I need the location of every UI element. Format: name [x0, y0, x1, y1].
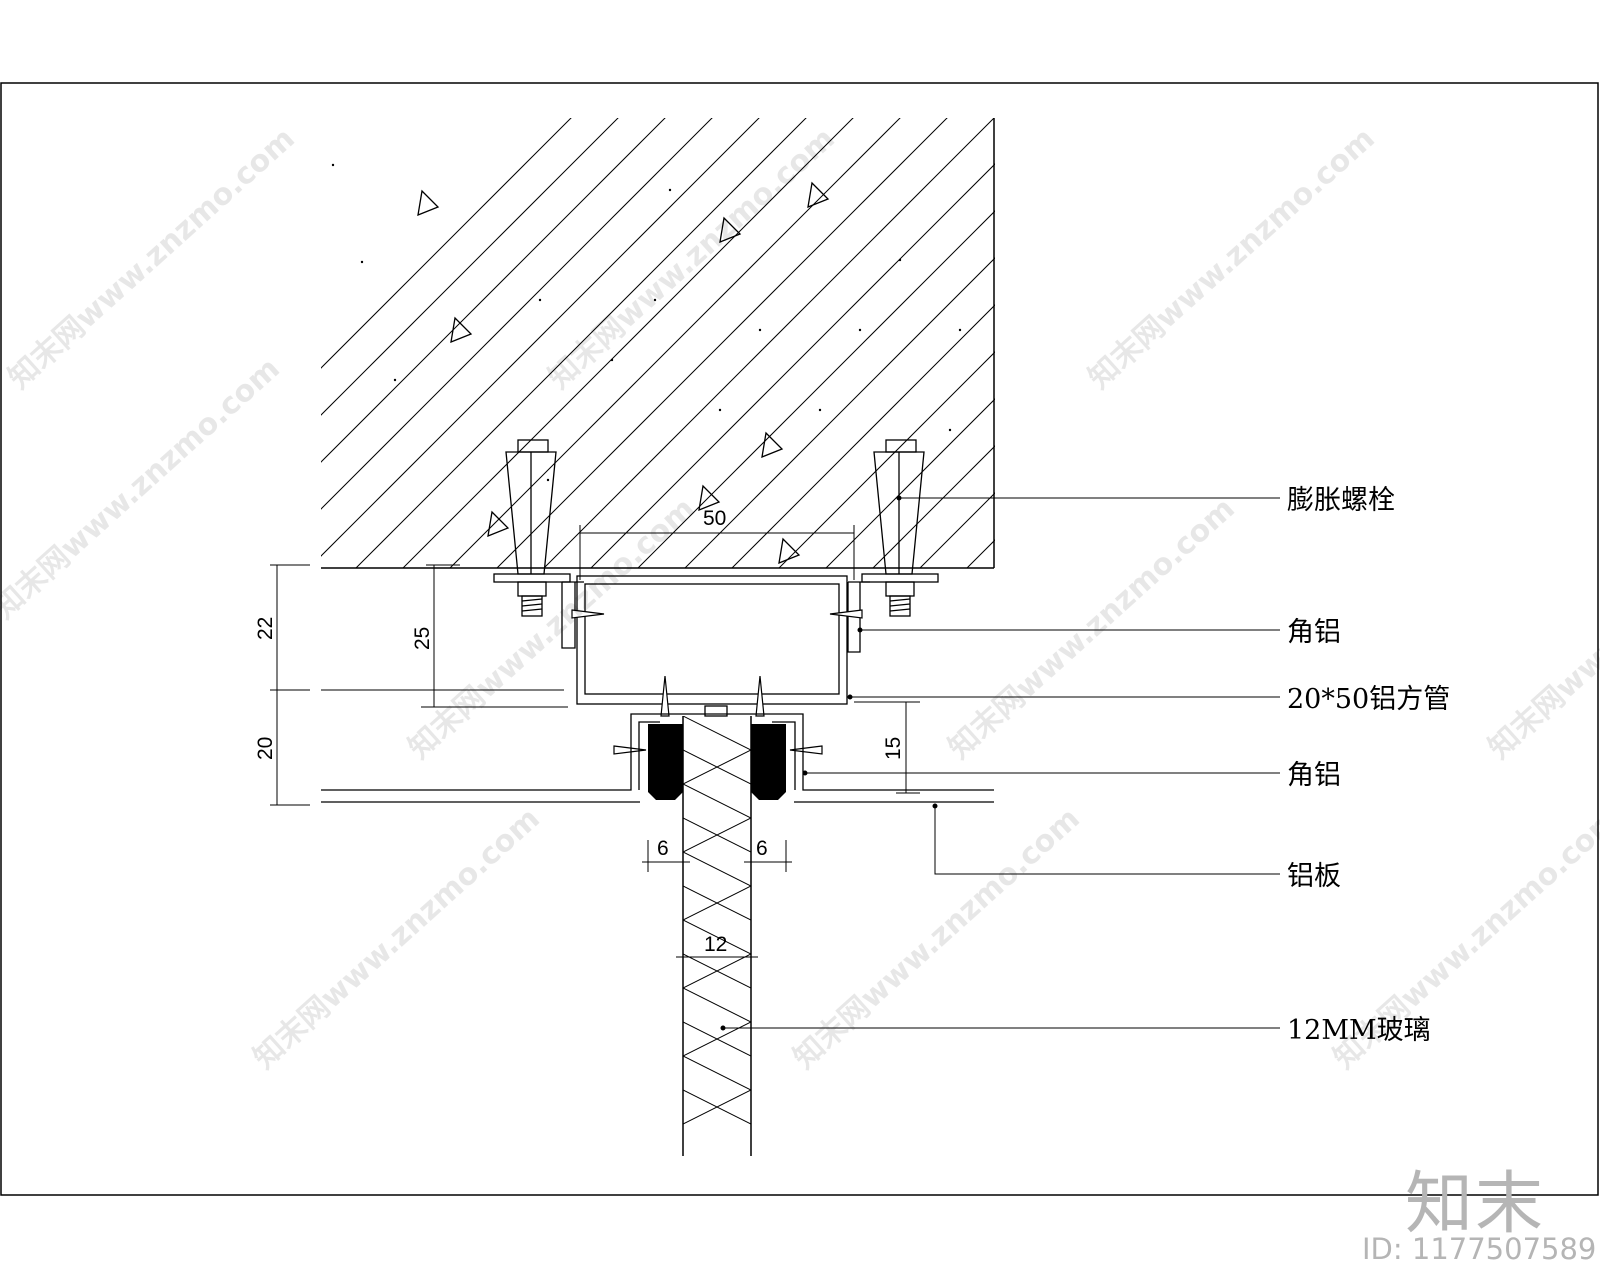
label-glass: 12MM玻璃 — [1287, 1015, 1431, 1046]
screws — [571, 609, 863, 755]
rubber-gaskets — [648, 724, 786, 800]
angle-aluminum-lower — [622, 705, 812, 791]
aluminum-square-tube — [576, 575, 848, 705]
glass-pane — [682, 716, 752, 1156]
label-angle-aluminum-bottom: 角铝 — [1287, 760, 1341, 791]
dim-left-top: 22 — [254, 617, 277, 640]
watermark-text: 知末网www.znzmo.com — [1327, 801, 1600, 1076]
dim-glass-thickness: 12 — [704, 933, 727, 956]
watermark-text: 知末网www.znzmo.com — [247, 801, 547, 1076]
expansion-bolt-right — [861, 439, 939, 617]
label-aluminum-panel: 铝板 — [1287, 861, 1341, 892]
watermark-text: 知末网www.znzmo.com — [942, 491, 1242, 766]
label-square-tube: 20*50铝方管 — [1287, 684, 1450, 715]
watermark-text: 知末网www.znzmo.com — [1082, 121, 1382, 396]
watermark-text: 知末网www.znzmo.com — [542, 121, 842, 396]
aluminum-panel — [321, 789, 994, 803]
concrete-wall — [321, 118, 995, 569]
leader-lines — [720, 495, 1280, 1031]
dimension-texts: 50 22 20 25 15 6 6 12 — [254, 507, 905, 956]
dim-left-bottom: 20 — [254, 737, 277, 760]
label-expansion-bolt: 膨胀螺栓 — [1287, 485, 1395, 516]
watermark-text: 知末网www.znzmo.com — [0, 351, 287, 626]
dim-gasket-left: 6 — [657, 837, 669, 860]
dim-right-height: 15 — [882, 737, 905, 760]
dimension-lines — [270, 525, 920, 965]
image-id: ID: 1177507589 — [1362, 1232, 1597, 1266]
dim-inner-height: 25 — [411, 627, 434, 650]
expansion-bolt-left — [493, 439, 571, 617]
watermark-text: 知末网www.znzmo.com — [1482, 491, 1600, 766]
component-labels: 膨胀螺栓 角铝 20*50铝方管 角铝 铝板 12MM玻璃 — [1287, 485, 1450, 1046]
drawing-frame — [0, 82, 1599, 1196]
site-logo: 知末 — [1405, 1165, 1546, 1244]
dim-tube-width: 50 — [703, 507, 726, 530]
dim-gasket-right: 6 — [756, 837, 768, 860]
label-angle-aluminum-top: 角铝 — [1287, 617, 1341, 648]
watermark-text: 知末网www.znzmo.com — [2, 121, 302, 396]
watermark-text: 知末网www.znzmo.com — [787, 801, 1087, 1076]
